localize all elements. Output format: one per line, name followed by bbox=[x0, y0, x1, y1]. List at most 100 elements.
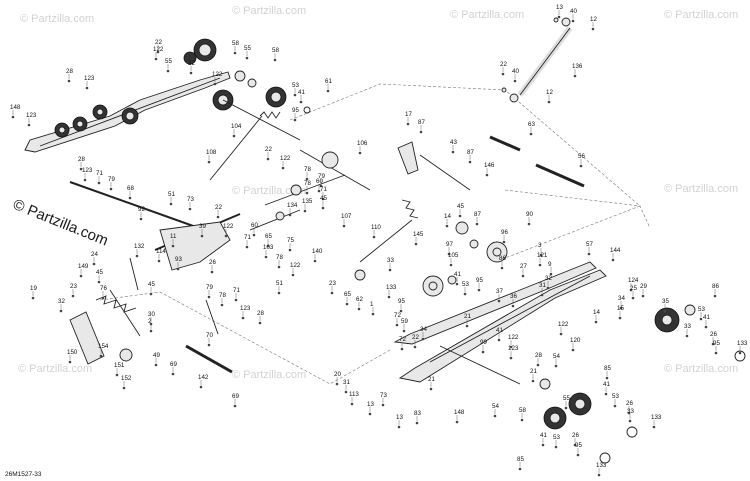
part-callout-label[interactable]: 79 bbox=[206, 284, 213, 291]
part-callout-label[interactable]: 31 bbox=[343, 379, 350, 386]
part-callout-label[interactable]: 107 bbox=[341, 213, 352, 220]
part-callout-label[interactable]: 23 bbox=[70, 283, 77, 290]
part-callout-label[interactable]: 45 bbox=[320, 195, 327, 202]
part-callout-label[interactable]: 22 bbox=[155, 39, 162, 46]
part-callout-label[interactable]: 85 bbox=[517, 456, 524, 463]
part-callout-label[interactable]: 11 bbox=[170, 233, 177, 240]
part-callout-label[interactable]: 37 bbox=[496, 288, 503, 295]
part-callout-label[interactable]: 132 bbox=[134, 243, 145, 250]
part-callout-label[interactable]: 40 bbox=[512, 68, 519, 75]
part-callout-label[interactable]: 33 bbox=[684, 323, 691, 330]
part-callout-label[interactable]: 22 bbox=[412, 334, 419, 341]
part-callout-label[interactable]: 71 bbox=[233, 287, 240, 294]
part-callout-label[interactable]: 36 bbox=[510, 293, 517, 300]
part-callout-label[interactable]: 14 bbox=[444, 213, 451, 220]
part-callout-label[interactable]: 150 bbox=[67, 349, 78, 356]
part-callout-label[interactable]: 2 bbox=[148, 318, 152, 325]
part-callout-label[interactable]: 87 bbox=[467, 149, 474, 156]
part-callout-label[interactable]: 54 bbox=[492, 403, 499, 410]
part-callout-label[interactable]: 134 bbox=[287, 202, 298, 209]
part-callout-label[interactable]: 106 bbox=[357, 140, 368, 147]
part-callout-label[interactable]: 73 bbox=[380, 392, 387, 399]
part-callout-label[interactable]: 148 bbox=[454, 409, 465, 416]
part-callout-label[interactable]: 26 bbox=[710, 331, 717, 338]
part-callout-label[interactable]: 22 bbox=[500, 61, 507, 68]
part-callout-label[interactable]: 95 bbox=[713, 340, 720, 347]
part-callout-label[interactable]: 122 bbox=[280, 155, 291, 162]
part-callout-label[interactable]: 93 bbox=[175, 256, 182, 263]
part-callout-label[interactable]: 31 bbox=[539, 282, 546, 289]
part-callout-label[interactable]: 95 bbox=[575, 442, 582, 449]
part-callout-label[interactable]: 19 bbox=[30, 285, 37, 292]
part-callout-label[interactable]: 78 bbox=[219, 292, 226, 299]
part-callout-label[interactable]: 83 bbox=[414, 410, 421, 417]
part-callout-label[interactable]: 55 bbox=[244, 45, 251, 52]
part-callout-label[interactable]: 58 bbox=[519, 407, 526, 414]
part-callout-label[interactable]: 63 bbox=[528, 121, 535, 128]
part-callout-label[interactable]: 122 bbox=[290, 262, 301, 269]
part-callout-label[interactable]: 24 bbox=[91, 251, 98, 258]
part-callout-label[interactable]: 41 bbox=[298, 89, 305, 96]
part-callout-label[interactable]: 30 bbox=[148, 311, 155, 318]
part-callout-label[interactable]: 87 bbox=[474, 211, 481, 218]
part-callout-label[interactable]: 12 bbox=[546, 89, 553, 96]
part-callout-label[interactable]: 54 bbox=[553, 353, 560, 360]
part-callout-label[interactable]: 114 bbox=[156, 248, 166, 255]
part-callout-label[interactable]: 59 bbox=[401, 318, 408, 325]
part-callout-label[interactable]: 34 bbox=[420, 326, 427, 333]
part-callout-label[interactable]: 85 bbox=[604, 365, 611, 372]
part-callout-label[interactable]: 45 bbox=[96, 269, 103, 276]
part-callout-label[interactable]: 68 bbox=[127, 185, 134, 192]
part-callout-label[interactable]: 72 bbox=[394, 312, 401, 319]
part-callout-label[interactable]: 14 bbox=[593, 309, 600, 316]
part-callout-label[interactable]: 95 bbox=[292, 107, 299, 114]
part-callout-label[interactable]: 17 bbox=[405, 111, 412, 118]
part-callout-label[interactable]: 123 bbox=[26, 112, 37, 119]
part-callout-label[interactable]: 21 bbox=[530, 368, 537, 375]
part-callout-label[interactable]: 32 bbox=[545, 275, 552, 282]
part-callout-label[interactable]: 65 bbox=[265, 233, 272, 240]
part-callout-label[interactable]: 9 bbox=[548, 261, 552, 268]
part-callout-label[interactable]: 86 bbox=[499, 255, 506, 262]
part-callout-label[interactable]: 43 bbox=[450, 139, 457, 146]
part-callout-label[interactable]: 145 bbox=[413, 231, 424, 238]
part-callout-label[interactable]: 26 bbox=[626, 400, 633, 407]
part-callout-label[interactable]: 123 bbox=[82, 167, 93, 174]
part-callout-label[interactable]: 3 bbox=[538, 242, 542, 249]
part-callout-label[interactable]: 122 bbox=[558, 321, 569, 328]
part-callout-label[interactable]: 151 bbox=[114, 362, 125, 369]
part-callout-label[interactable]: 90 bbox=[526, 211, 533, 218]
part-callout-label[interactable]: 122 bbox=[508, 334, 519, 341]
part-callout-label[interactable]: 69 bbox=[232, 393, 239, 400]
part-callout-label[interactable]: 95 bbox=[398, 298, 405, 305]
part-callout-label[interactable]: 41 bbox=[496, 327, 503, 334]
part-callout-label[interactable]: 97 bbox=[446, 241, 453, 248]
part-callout-label[interactable]: 62 bbox=[356, 296, 363, 303]
part-callout-label[interactable]: 108 bbox=[206, 149, 217, 156]
part-callout-label[interactable]: 41 bbox=[454, 271, 461, 278]
part-callout-label[interactable]: 120 bbox=[570, 337, 581, 344]
part-callout-label[interactable]: 40 bbox=[570, 8, 577, 15]
part-callout-label[interactable]: 78 bbox=[304, 180, 311, 187]
part-callout-label[interactable]: 104 bbox=[231, 123, 242, 130]
part-callout-label[interactable]: 27 bbox=[520, 263, 527, 270]
part-callout-label[interactable]: 123 bbox=[84, 75, 95, 82]
part-callout-label[interactable]: 29 bbox=[640, 283, 647, 290]
part-callout-label[interactable]: 95 bbox=[476, 277, 483, 284]
part-callout-label[interactable]: 57 bbox=[586, 241, 593, 248]
part-callout-label[interactable]: 79 bbox=[108, 176, 115, 183]
part-callout-label[interactable]: 122 bbox=[153, 46, 164, 53]
part-callout-label[interactable]: 78 bbox=[276, 254, 283, 261]
part-callout-label[interactable]: 152 bbox=[121, 375, 132, 382]
part-callout-label[interactable]: 135 bbox=[302, 198, 313, 205]
part-callout-label[interactable]: 58 bbox=[272, 47, 279, 54]
part-callout-label[interactable]: 133 bbox=[386, 284, 397, 291]
part-callout-label[interactable]: 21 bbox=[464, 313, 471, 320]
part-callout-label[interactable]: 154 bbox=[98, 343, 109, 350]
part-callout-label[interactable]: 142 bbox=[198, 374, 209, 381]
part-callout-label[interactable]: 28 bbox=[78, 156, 85, 163]
part-callout-label[interactable]: 41 bbox=[540, 432, 547, 439]
part-callout-label[interactable]: 28 bbox=[66, 68, 73, 75]
part-callout-label[interactable]: 136 bbox=[572, 63, 583, 70]
part-callout-label[interactable]: 34 bbox=[618, 295, 625, 302]
